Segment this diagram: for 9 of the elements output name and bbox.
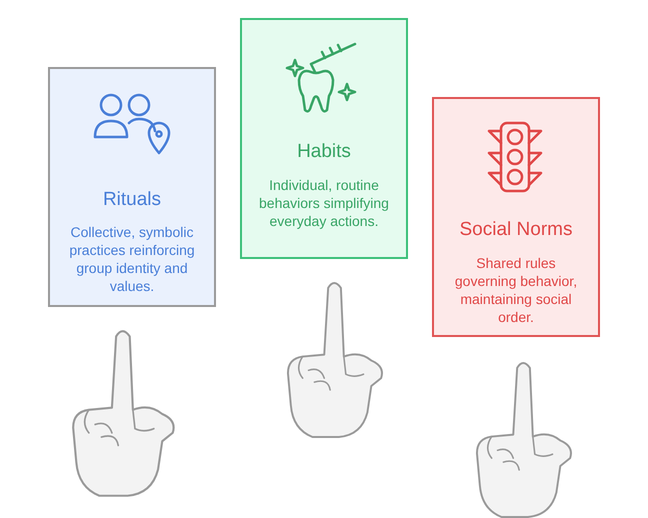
info-card <box>432 97 600 337</box>
card-description: Shared rules governing behavior, maintaining social order. <box>454 254 578 326</box>
info-card <box>48 67 216 307</box>
info-card <box>240 18 408 259</box>
card-description: Individual, routine behaviors simplifying everyday actions. <box>258 176 390 230</box>
card-title: Habits <box>296 141 352 163</box>
card-title: Social Norms <box>458 219 574 241</box>
card-title: Rituals <box>102 189 162 211</box>
card-description: Collective, symbolic practices reinforcing group identity and values. <box>68 223 196 295</box>
